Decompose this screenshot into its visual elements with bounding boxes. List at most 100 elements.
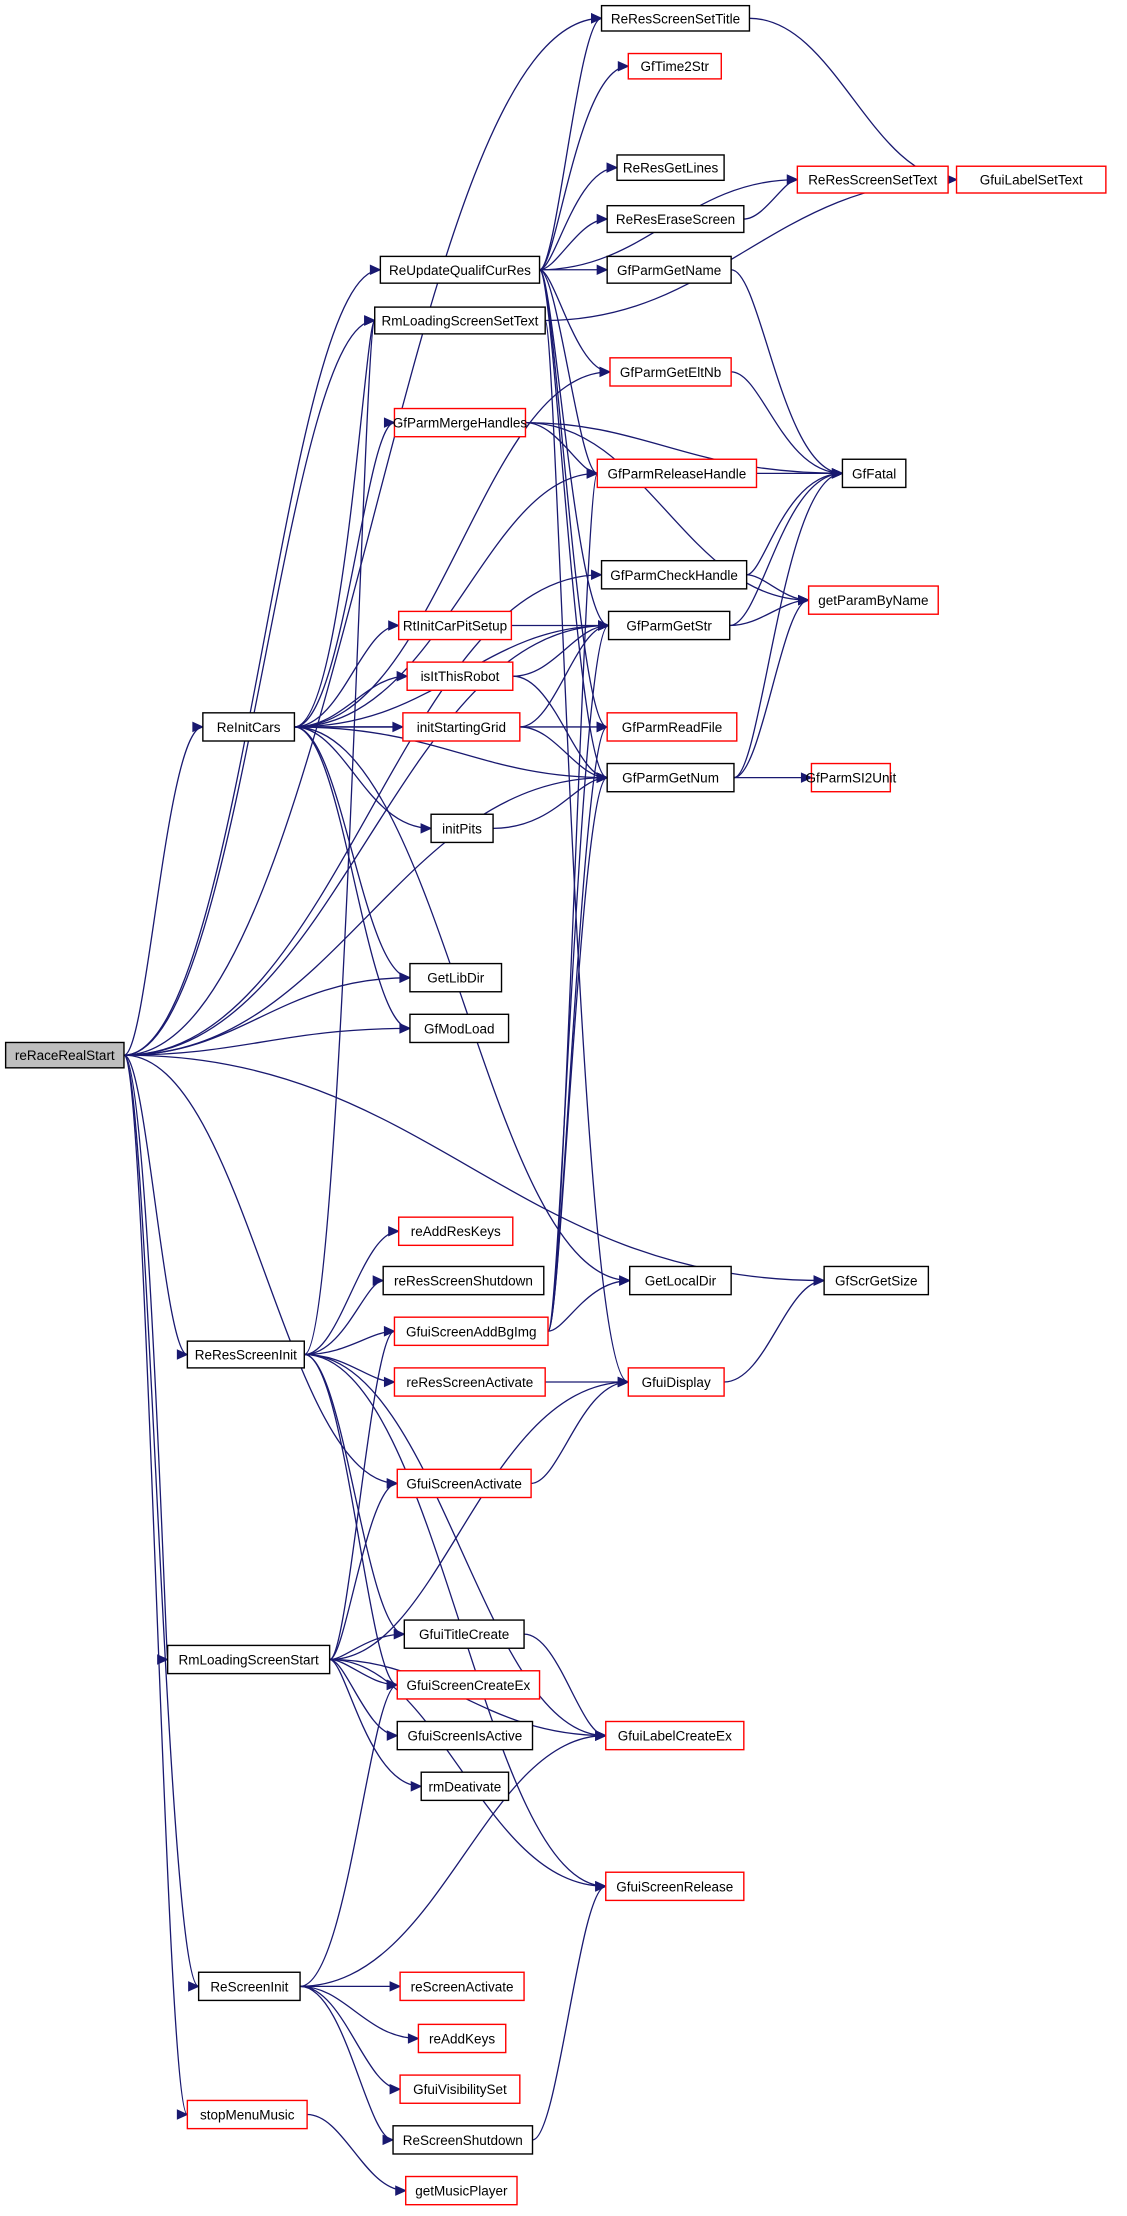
edges-layer <box>123 13 968 2196</box>
node-rt-init-car-pit-setup[interactable]: RtInitCarPitSetup <box>397 610 513 641</box>
node-box <box>379 255 541 284</box>
arrowhead-icon <box>800 772 813 783</box>
arrowhead-icon <box>364 315 376 326</box>
node-rm-loading-screen-set-text[interactable]: RmLoadingScreenSetText <box>374 306 546 335</box>
node-gf-parm-get-num[interactable]: GfParmGetNum <box>606 762 735 793</box>
node-label: reAddKeys <box>429 2031 495 2046</box>
edge-re-race-real-start-to-get-lib-dir <box>123 977 410 1056</box>
node-gfui-title-create[interactable]: GfuiTitleCreate <box>403 1619 525 1649</box>
node-gfui-display[interactable]: GfuiDisplay <box>627 1367 725 1397</box>
node-box <box>616 154 725 182</box>
node-gfui-screen-add-bg-img[interactable]: GfuiScreenAddBgImg <box>393 1316 549 1347</box>
edge-gf-parm-get-num-to-gf-fatal <box>733 472 843 779</box>
node-label: ReResScreenSetText <box>808 173 937 188</box>
node-label: ReResScreenSetTitle <box>611 11 740 26</box>
node-box <box>396 1468 532 1499</box>
node-label: ReScreenInit <box>210 1979 288 1994</box>
node-re-screen-shutdown[interactable]: ReScreenShutdown <box>392 2125 534 2155</box>
node-get-param-by-name[interactable]: getParamByName <box>807 585 939 615</box>
arrowhead-icon <box>176 2109 189 2120</box>
node-re-init-cars[interactable]: ReInitCars <box>202 712 296 742</box>
node-stop-menu-music[interactable]: stopMenuMusic <box>186 2099 308 2130</box>
edge-gf-parm-get-name-to-gf-fatal <box>731 269 843 474</box>
node-box <box>605 1871 745 1902</box>
node-box <box>374 306 546 335</box>
node-get-music-player[interactable]: getMusicPlayer <box>405 2175 518 2206</box>
node-re-screen-init[interactable]: ReScreenInit <box>197 1971 301 2002</box>
node-re-res-screen-init[interactable]: ReResScreenInit <box>186 1340 305 1369</box>
edge-re-screen-init-to-re-screen-shutdown <box>300 1985 394 2141</box>
node-box <box>609 357 732 387</box>
node-gf-parm-get-str[interactable]: GfParmGetStr <box>607 610 731 641</box>
node-rm-deativate[interactable]: rmDeativate <box>420 1771 510 1802</box>
edge-gfui-display-to-gf-scr-get-size <box>724 1279 825 1383</box>
node-re-race-real-start[interactable]: reRaceRealStart <box>4 1041 125 1069</box>
node-re-res-screen-shutdown[interactable]: reResScreenShutdown <box>382 1265 545 1296</box>
node-label: GfuiScreenIsActive <box>407 1729 522 1744</box>
node-gf-scr-get-size[interactable]: GfScrGetSize <box>823 1265 930 1296</box>
node-gf-parm-get-name[interactable]: GfParmGetName <box>606 255 732 284</box>
node-box <box>393 407 527 438</box>
edge-rm-loading-screen-set-text-to-gfui-label-set-text <box>545 178 957 322</box>
node-label: reAddResKeys <box>411 1224 501 1239</box>
node-re-screen-activate[interactable]: reScreenActivate <box>399 1971 525 2002</box>
node-re-res-get-lines[interactable]: ReResGetLines <box>616 154 725 182</box>
arrowhead-icon <box>157 1654 169 1665</box>
node-rm-loading-screen-start[interactable]: RmLoadingScreenStart <box>166 1644 331 1675</box>
arrowhead-icon <box>399 1023 412 1034</box>
node-gf-mod-load[interactable]: GfModLoad <box>409 1013 510 1044</box>
node-re-update-qualif-cur-res[interactable]: ReUpdateQualifCurRes <box>379 255 541 284</box>
arrowhead-icon <box>813 1275 826 1286</box>
edge-init-starting-grid-to-gf-parm-get-num <box>519 726 608 779</box>
node-gfui-label-set-text[interactable]: GfuiLabelSetText <box>955 165 1107 194</box>
edge-re-update-qualif-cur-res-to-gf-parm-release-handle <box>539 269 598 474</box>
node-label: reResScreenActivate <box>406 1375 533 1390</box>
node-gfui-screen-is-active[interactable]: GfuiScreenIsActive <box>396 1720 534 1751</box>
edge-re-init-cars-to-get-local-dir <box>294 726 630 1282</box>
arrowhead-icon <box>399 972 412 983</box>
node-gf-parm-si2-unit[interactable]: GfParmSI2Unit <box>805 762 897 793</box>
node-gf-time2-str[interactable]: GfTime2Str <box>627 52 722 80</box>
node-gfui-screen-release[interactable]: GfuiScreenRelease <box>605 1871 745 1902</box>
edge-re-screen-init-to-gfui-label-create-ex <box>300 1734 606 1987</box>
edge-re-update-qualif-cur-res-to-gf-parm-read-file <box>538 269 608 728</box>
node-gfui-screen-activate[interactable]: GfuiScreenActivate <box>396 1468 532 1499</box>
node-box <box>627 52 722 80</box>
node-init-pits[interactable]: initPits <box>430 813 494 844</box>
node-get-lib-dir[interactable]: GetLibDir <box>409 962 503 993</box>
node-gf-parm-read-file[interactable]: GfParmReadFile <box>606 712 738 742</box>
arrowhead-icon <box>599 366 612 378</box>
node-gf-parm-check-handle[interactable]: GfParmCheckHandle <box>600 559 748 590</box>
node-re-res-screen-set-title[interactable]: ReResScreenSetTitle <box>600 4 751 32</box>
node-label: ReResScreenInit <box>195 1348 297 1363</box>
arrowhead-icon <box>386 1730 399 1741</box>
node-box <box>420 1771 510 1802</box>
node-re-add-res-keys[interactable]: reAddResKeys <box>397 1216 514 1247</box>
node-box <box>807 585 939 615</box>
node-box <box>606 762 735 793</box>
node-gf-parm-get-elt-nb[interactable]: GfParmGetEltNb <box>609 357 732 387</box>
node-init-starting-grid[interactable]: initStartingGrid <box>402 712 521 742</box>
arrowhead-icon <box>388 620 400 631</box>
node-gf-fatal[interactable]: GfFatal <box>841 458 907 489</box>
node-gfui-screen-create-ex[interactable]: GfuiScreenCreateEx <box>396 1670 541 1700</box>
node-gfui-visibility-set[interactable]: GfuiVisibilitySet <box>399 2074 521 2104</box>
node-re-res-erase-screen[interactable]: ReResEraseScreen <box>606 204 745 234</box>
node-re-add-keys[interactable]: reAddKeys <box>417 2023 507 2054</box>
node-get-local-dir[interactable]: GetLocalDir <box>629 1265 732 1296</box>
node-label: ReResGetLines <box>623 161 719 176</box>
node-is-it-this-robot[interactable]: isItThisRobot <box>406 661 514 691</box>
edge-re-update-qualif-cur-res-to-gf-parm-get-elt-nb <box>539 269 611 373</box>
node-gfui-label-create-ex[interactable]: GfuiLabelCreateEx <box>605 1720 745 1751</box>
node-label: GfParmSI2Unit <box>805 771 896 786</box>
node-re-res-screen-set-text[interactable]: ReResScreenSetText <box>796 165 949 194</box>
edge-re-screen-init-to-re-add-keys <box>300 1985 419 2040</box>
node-gf-parm-release-handle[interactable]: GfParmReleaseHandle <box>596 458 758 489</box>
node-gf-parm-merge-handles[interactable]: GfParmMergeHandles <box>393 407 528 438</box>
node-label: GfFatal <box>852 466 896 481</box>
arrowhead-icon <box>596 772 609 783</box>
node-box <box>823 1265 930 1296</box>
node-box <box>796 165 949 194</box>
node-label: GfTime2Str <box>641 59 710 74</box>
node-re-res-screen-activate[interactable]: reResScreenActivate <box>393 1367 546 1397</box>
